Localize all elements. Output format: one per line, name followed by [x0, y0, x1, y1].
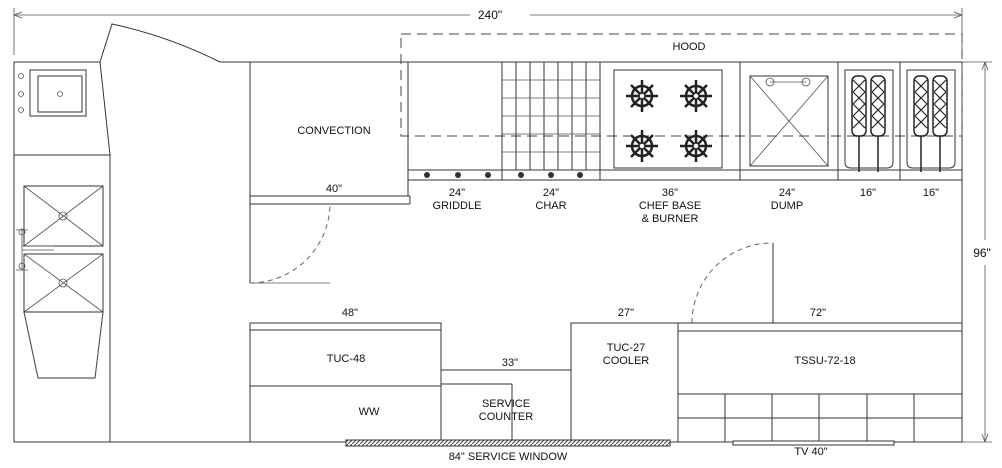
overall-depth-label: 96": [973, 246, 991, 260]
griddle: [424, 172, 491, 178]
service-counter-label-2: COUNTER: [479, 411, 533, 423]
dump-station: [749, 75, 829, 167]
ww-unit: WW: [249, 385, 442, 443]
cooking-line: [408, 62, 962, 181]
overall-depth-dimension: 96": [962, 61, 992, 443]
tv-label: TV 40": [794, 446, 827, 458]
griddle-label: GRIDDLE: [433, 200, 482, 212]
charbroiler: [502, 62, 600, 178]
tuc-27-cooler: 27" TUC-27 COOLER: [570, 307, 679, 443]
burner-icon: [680, 80, 712, 112]
tuc-27-label: TUC-27: [607, 342, 646, 354]
dump-size: 24": [779, 187, 795, 199]
fryer-2-size: 16": [923, 187, 939, 199]
convection-width: 40": [326, 183, 342, 195]
fryer-1: [844, 69, 894, 172]
three-compartment-sink: [16, 185, 104, 379]
char-size: 24": [543, 187, 559, 199]
dump-label: DUMP: [771, 200, 803, 212]
fryer-2: [906, 69, 956, 172]
convection-label: CONVECTION: [297, 125, 370, 137]
service-window: 84" SERVICE WINDOW: [345, 439, 671, 463]
service-counter-label: SERVICE: [482, 398, 530, 410]
griddle-size: 24": [449, 187, 465, 199]
line-labels: 24" GRIDDLE 24" CHAR 36" CHEF BASE & BUR…: [433, 187, 940, 225]
tuc-27-width: 27": [618, 307, 634, 319]
hand-sink: [18, 69, 87, 117]
fryer-1-size: 16": [860, 187, 876, 199]
tuc-27-label-2: COOLER: [603, 355, 650, 367]
tuc-48-width: 48": [342, 307, 358, 319]
chef-base-size: 36": [662, 187, 678, 199]
convection-oven: CONVECTION 40": [249, 62, 411, 284]
service-counter-width: 33": [502, 357, 518, 369]
burner-icon: [626, 80, 658, 112]
chef-base-label-2: & BURNER: [642, 213, 699, 225]
tuc-48-label: TUC-48: [327, 353, 366, 365]
overall-width-dimension: 240": [13, 8, 963, 55]
tssu-label: TSSU-72-18: [794, 355, 855, 367]
tssu-width: 72": [810, 307, 826, 319]
convection-door-swing: [249, 203, 331, 284]
overall-width-label: 240": [478, 8, 502, 22]
hood: HOOD: [400, 33, 963, 137]
service-window-label: 84" SERVICE WINDOW: [449, 451, 568, 463]
interior-door: [691, 242, 774, 324]
entry-door: [99, 23, 221, 156]
service-counter: 33" SERVICE COUNTER: [440, 357, 572, 443]
hood-label: HOOD: [673, 41, 706, 53]
char-label: CHAR: [535, 200, 566, 212]
tuc-48: 48" TUC-48: [249, 307, 442, 387]
tv: TV 40": [732, 440, 895, 458]
tssu-72-18: 72" TSSU-72-18: [677, 307, 963, 442]
outer-walls: [13, 61, 963, 443]
chef-base-label: CHEF BASE: [639, 200, 701, 212]
ww-label: WW: [359, 406, 380, 418]
burner-icon: [626, 130, 658, 162]
burner-range: [613, 69, 723, 169]
burner-icon: [680, 130, 712, 162]
